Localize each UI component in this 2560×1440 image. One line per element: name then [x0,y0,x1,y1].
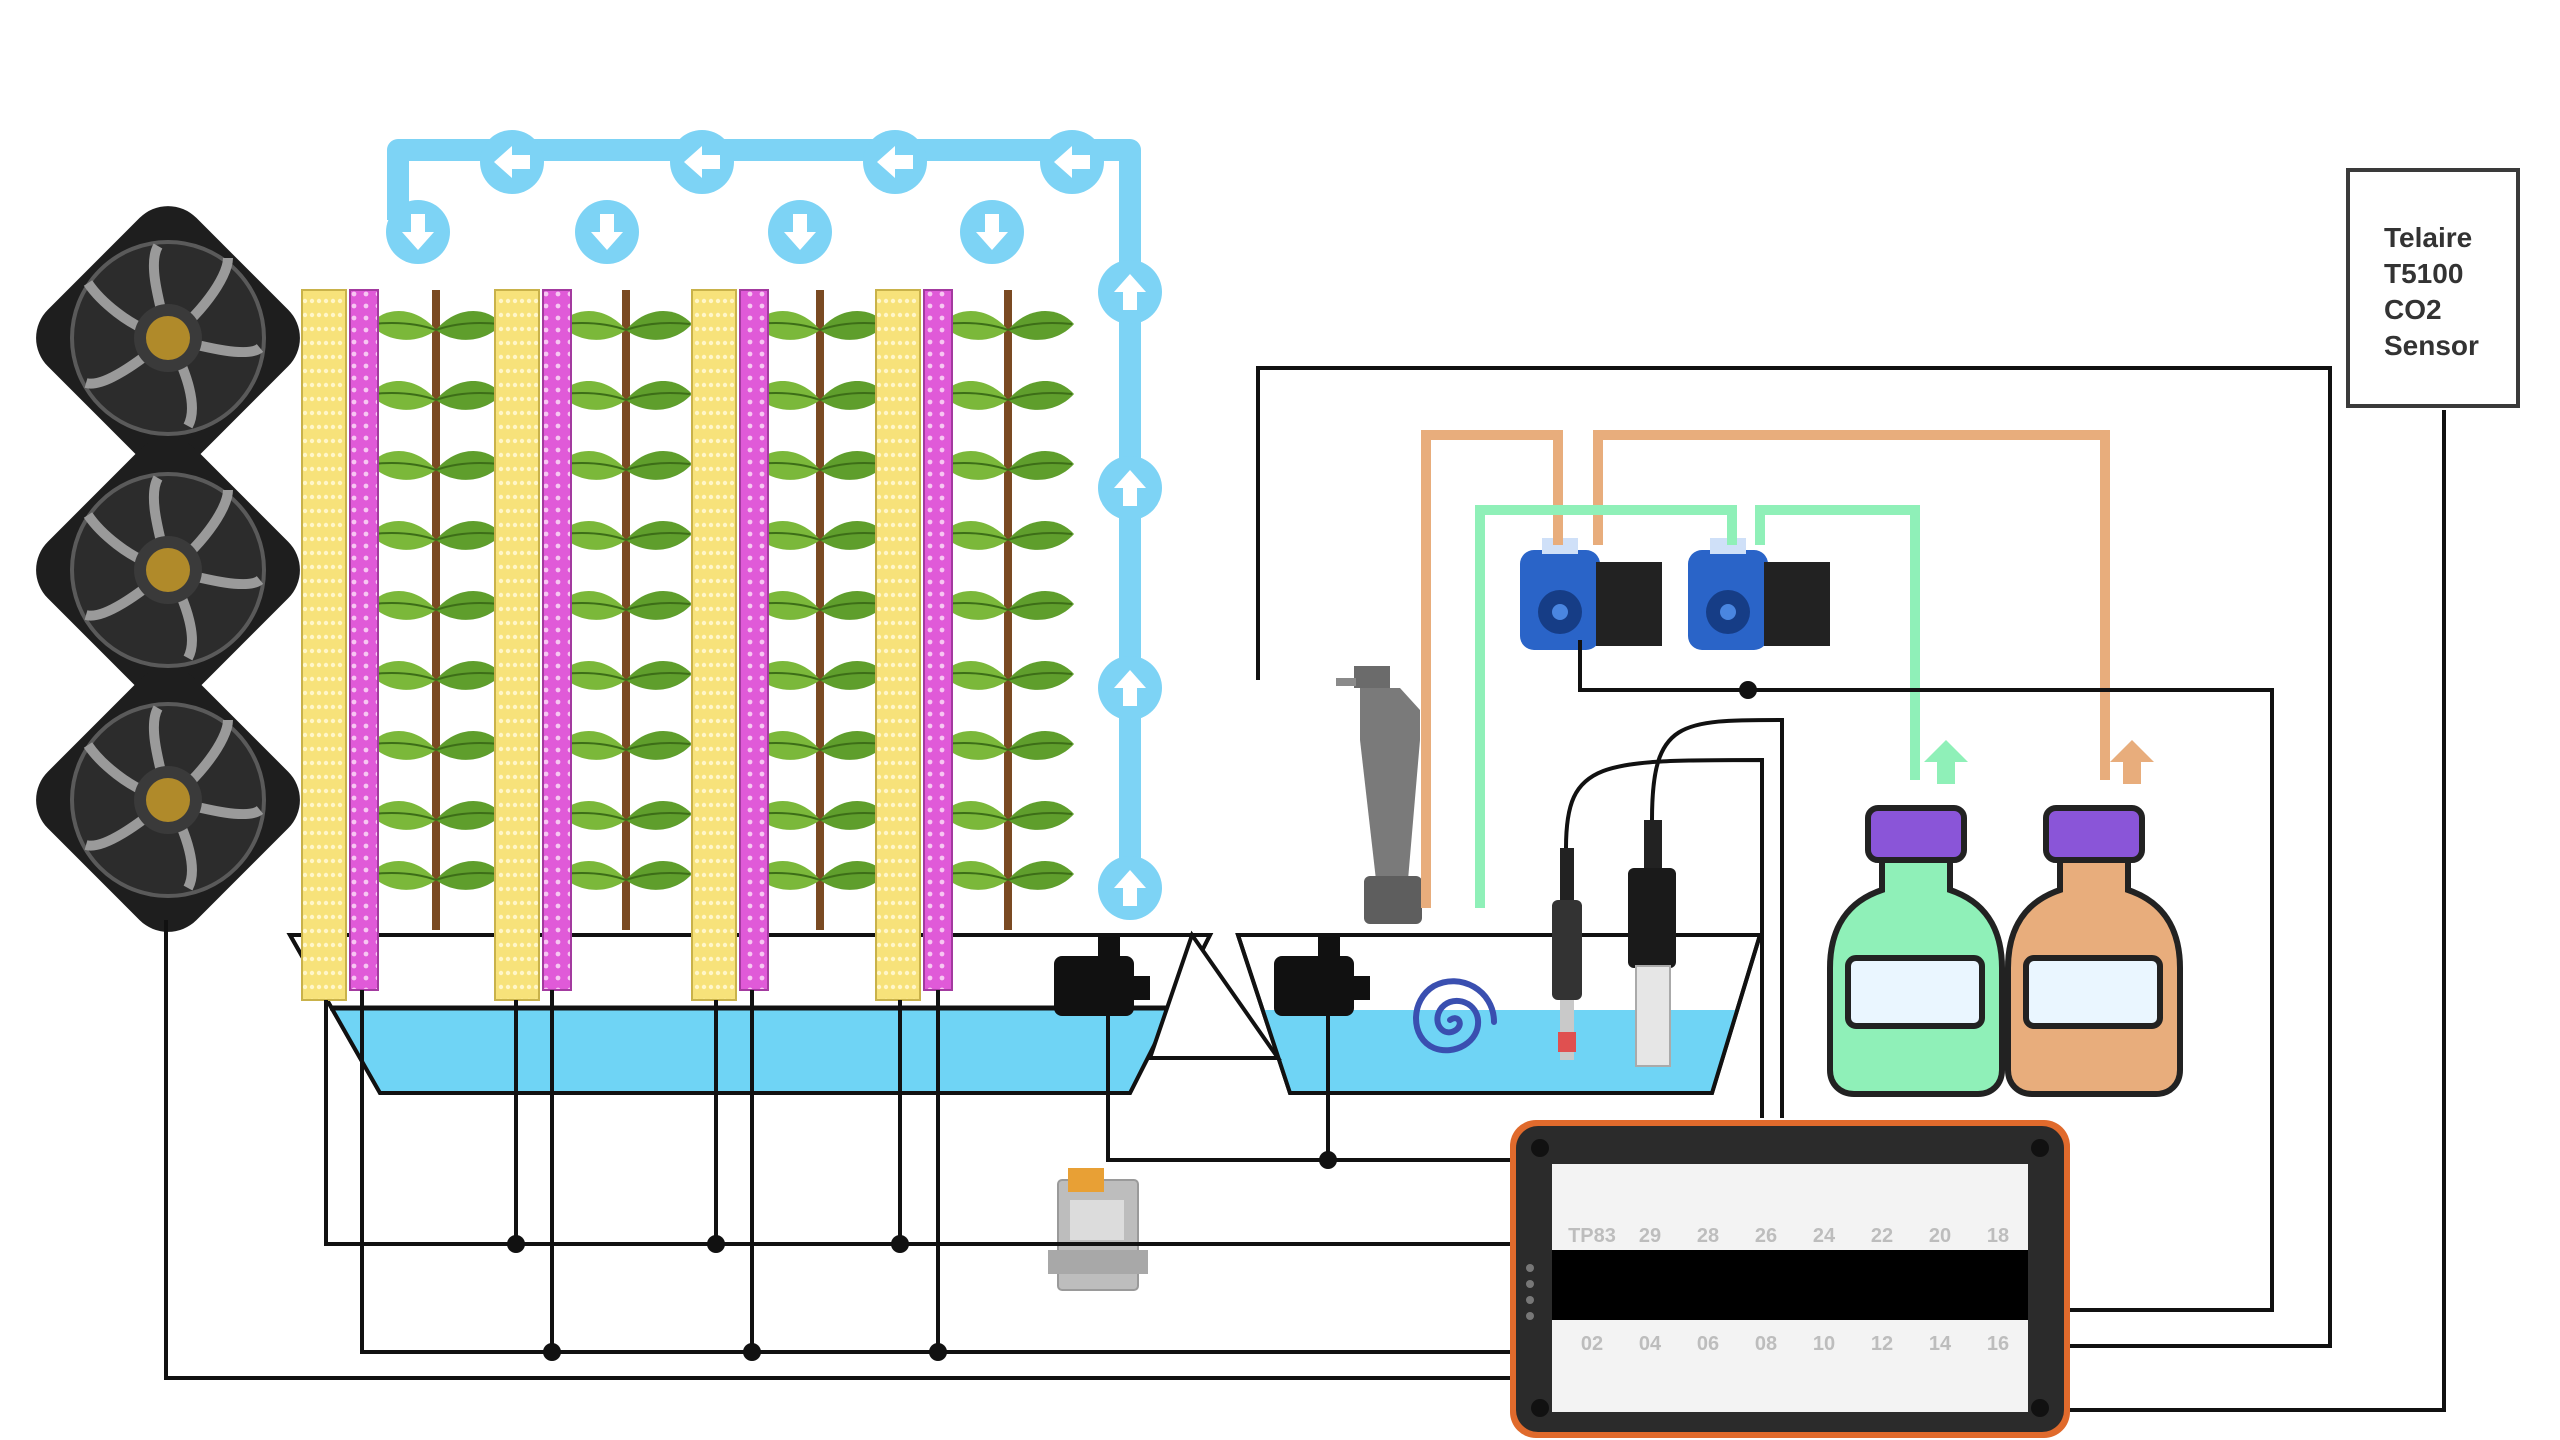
terminal-label: 28 [1697,1225,1719,1247]
yellow-led-bar [691,289,737,1001]
fan-icon [36,438,300,702]
plant-tower [753,290,887,930]
fans [36,206,300,932]
nutrient-tubing-green [1475,505,1920,908]
nutrient-reservoir [1147,930,1763,1095]
water-pump-icon [1054,936,1150,1016]
terminal-label: 26 [1755,1225,1777,1247]
terminal-label: 20 [1929,1225,1951,1247]
magenta-led-bar [739,289,769,991]
nutrient-tubing-orange [1421,430,2110,908]
co2-sensor-label: Telaire T5100 CO2 Sensor [2384,222,2479,361]
terminal-label: 16 [1987,1333,2009,1355]
flow-arrow-up-icon [1098,656,1162,720]
flow-arrows [386,130,1162,920]
arrow-up-green-icon [1924,740,1968,784]
terminal-label: 02 [1581,1333,1603,1355]
flow-arrow-down-icon [960,200,1024,264]
terminal-label: 22 [1871,1225,1893,1247]
flow-arrow-down-icon [575,200,639,264]
terminal-label: 04 [1639,1333,1662,1355]
controller-terminals-top: TP83 29 28 26 24 22 20 18 [1568,1225,2009,1247]
yellow-led-bar [494,289,540,1001]
peristaltic-pump-icon [1688,538,1830,650]
flow-arrow-left-icon [1040,130,1104,194]
controller-board [1510,1120,2070,1438]
terminal-label: 12 [1871,1333,1893,1355]
grow-lights [301,289,953,1001]
led-bar-pair [691,289,769,1001]
fan-icon [36,206,300,470]
ph-probe-icon [1552,848,1582,1060]
led-bar-pair [875,289,953,1001]
overflow-divider [1147,930,1282,1060]
flow-arrow-left-icon [670,130,734,194]
green-nutrient-bottle [1827,805,2005,1097]
flow-arrow-up-icon [1098,456,1162,520]
magenta-led-bar [349,289,379,991]
peristaltic-pump-icon [1520,538,1662,650]
spiral-heater-icon [1413,978,1497,1054]
yellow-led-bar [875,289,921,1001]
flow-arrow-down-icon [768,200,832,264]
flow-arrow-left-icon [480,130,544,194]
wire-junctions [507,681,1757,1361]
yellow-led-bar [301,289,347,1001]
terminal-label: 18 [1987,1225,2009,1247]
float-level-sensor-icon [1336,666,1422,924]
led-bar-pair [301,289,379,1001]
plant-tower [941,290,1075,930]
flow-arrow-down-icon [386,200,450,264]
plant-tower [369,290,503,930]
water-pump-icon [1274,936,1370,1016]
magenta-led-bar [542,289,572,991]
led-bar-pair [494,289,572,1001]
plant-tower [559,290,693,930]
flow-arrow-up-icon [1098,260,1162,324]
plant-towers [369,290,1075,930]
terminal-label: 06 [1697,1333,1719,1355]
water-flow-pipe [387,139,1141,900]
wiring [164,366,2446,1412]
fan-icon [36,668,300,932]
terminal-label: 08 [1755,1333,1777,1355]
terminal-label: TP83 [1568,1225,1616,1247]
relay-module-icon [1048,1168,1148,1291]
terminal-label: 10 [1813,1333,1835,1355]
flow-arrow-up-icon [1098,856,1162,920]
ec-probe-icon [1628,820,1676,1067]
terminal-label: 14 [1929,1333,1952,1355]
terminal-label: 24 [1813,1225,1836,1247]
flow-arrow-left-icon [863,130,927,194]
terminal-label: 29 [1639,1225,1661,1247]
orange-nutrient-bottle [2005,805,2183,1097]
controller-terminals-bottom: 02 04 06 08 10 12 14 16 [1581,1333,2009,1355]
magenta-led-bar [923,289,953,991]
arrow-up-orange-icon [2110,740,2154,784]
co2-sensor-box: Telaire T5100 CO2 Sensor [2346,168,2520,408]
